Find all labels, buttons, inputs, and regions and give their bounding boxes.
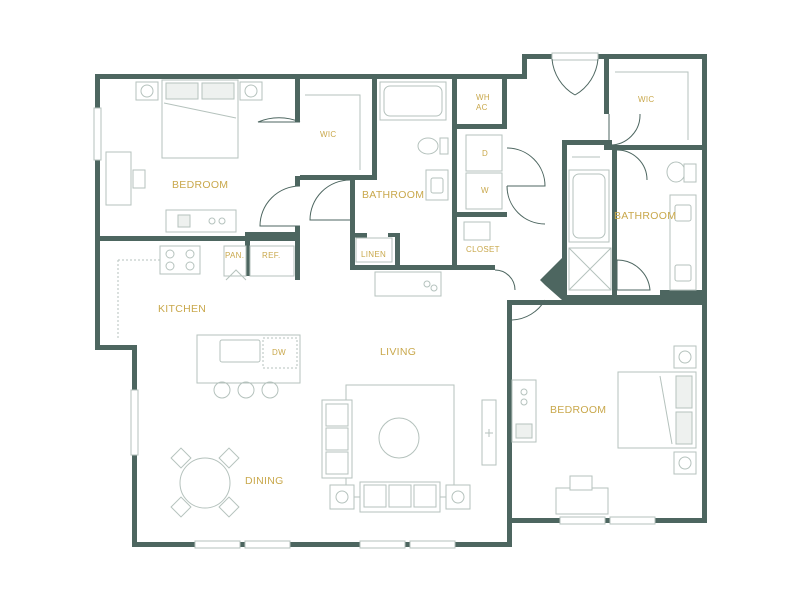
dining-set <box>170 447 240 518</box>
label-linen: LINEN <box>361 250 386 259</box>
label-dishwasher: DW <box>272 348 286 357</box>
label-wic-right: WIC <box>638 95 654 104</box>
laundry <box>463 134 503 241</box>
room-labels: BEDROOM WIC BATHROOM LINEN WH AC D W CLO… <box>158 93 676 487</box>
label-wh: WH <box>476 93 490 102</box>
left-bathroom-fixtures <box>355 81 449 263</box>
label-bathroom-right: BATHROOM <box>614 210 676 222</box>
label-pantry: PAN. <box>225 251 244 260</box>
right-bedroom-furniture <box>511 345 697 515</box>
label-refrigerator: REF. <box>262 251 281 260</box>
wic-left-shelves <box>305 94 361 170</box>
label-closet: CLOSET <box>466 245 500 254</box>
right-bathroom-fixtures <box>568 156 697 291</box>
kitchen-fixtures <box>117 245 301 399</box>
label-washer: W <box>481 186 489 195</box>
walls <box>95 54 707 547</box>
doors <box>257 58 651 321</box>
label-living: LIVING <box>380 346 416 358</box>
label-bathroom-left: BATHROOM <box>362 189 424 201</box>
label-kitchen: KITCHEN <box>158 303 206 315</box>
label-bedroom-left: BEDROOM <box>172 179 228 191</box>
windows <box>93 52 656 549</box>
left-bedroom-furniture <box>105 79 263 233</box>
label-dryer: D <box>482 149 488 158</box>
label-bedroom-right: BEDROOM <box>550 404 606 416</box>
label-wic-left: WIC <box>320 130 336 139</box>
living-furniture <box>321 271 497 513</box>
wic-right-shelves <box>615 71 689 140</box>
label-ac: AC <box>476 103 488 112</box>
label-dining: DINING <box>245 475 284 487</box>
